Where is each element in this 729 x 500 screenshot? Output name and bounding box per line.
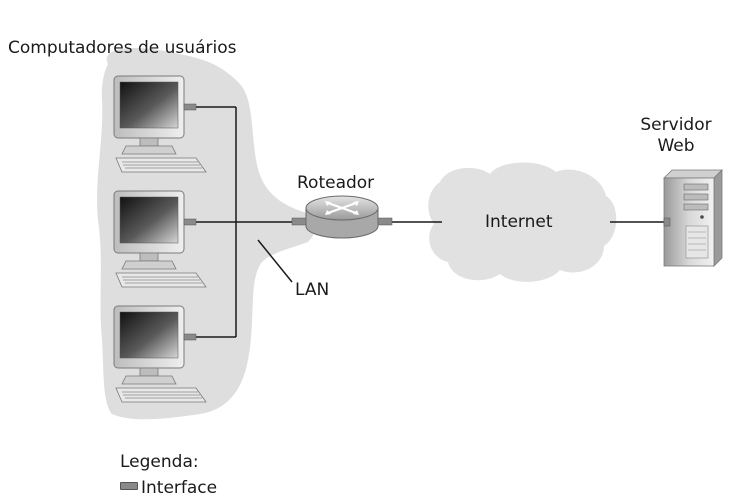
- web-server-label-line1: Servidor: [640, 115, 712, 135]
- web-server-label: Servidor Web: [626, 115, 726, 157]
- legend-title: Legenda:: [120, 452, 199, 472]
- legend-item-label: Interface: [141, 478, 218, 498]
- internet-label: Internet: [485, 212, 553, 232]
- router-icon: [291, 195, 393, 239]
- link-lines: [196, 106, 664, 338]
- web-server-label-line2: Web: [657, 136, 695, 156]
- internet-cloud: [428, 162, 617, 282]
- lan-label: LAN: [295, 280, 330, 300]
- legend-item-interface: Interface: [120, 478, 217, 498]
- user-computers-label: Computadores de usuários: [8, 38, 237, 58]
- router-label: Roteador: [297, 173, 375, 193]
- web-server-icon: [663, 169, 723, 267]
- interface-swatch-icon: [120, 482, 138, 490]
